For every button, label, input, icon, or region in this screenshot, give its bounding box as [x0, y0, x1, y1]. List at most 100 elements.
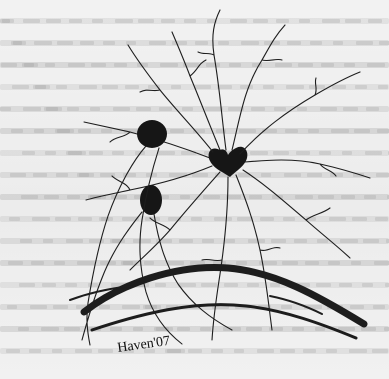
print-glyph-blot: [46, 19, 61, 23]
print-glyph-blot: [385, 283, 389, 287]
print-glyph-blot: [374, 261, 389, 265]
print-glyph-blot: [281, 305, 292, 309]
print-glyph-blot: [55, 217, 71, 221]
print-glyph-blot: [308, 129, 319, 133]
print-glyph-blot: [65, 283, 77, 287]
print-glyph-blot: [341, 195, 355, 199]
print-glyph-blot: [305, 261, 319, 265]
print-glyph-blot: [79, 85, 97, 89]
print-glyph-blot: [161, 19, 175, 23]
print-glyph-blot: [178, 283, 196, 287]
print-glyph-blot: [113, 107, 130, 111]
print-glyph-blot: [292, 327, 304, 331]
print-glyph-blot: [307, 173, 322, 177]
print-glyph-blot: [172, 41, 187, 45]
print-glyph-blot: [366, 107, 379, 111]
print-glyph-blot: [21, 195, 38, 199]
print-glyph-blot: [101, 129, 112, 133]
print-glyph-blot: [297, 107, 307, 111]
print-glyph-blot: [35, 85, 50, 89]
print-glyph-blot: [239, 129, 256, 133]
print-glyph-blot: [79, 173, 89, 177]
print-glyph-blot: [53, 305, 68, 309]
print-glyph-blot: [167, 349, 185, 353]
print-glyph-blot: [285, 129, 298, 133]
print-glyph-blot: [88, 283, 98, 287]
print-glyph-blot: [23, 107, 41, 111]
print-glyph-blot: [351, 261, 361, 265]
print-glyph-blot: [8, 261, 23, 265]
print-glyph-blot: [46, 107, 62, 111]
print-glyph-blot: [309, 85, 325, 89]
print-glyph-blot: [376, 173, 389, 177]
print-glyph-blot: [230, 19, 247, 23]
print-glyph-blot: [10, 173, 26, 177]
print-glyph-blot: [103, 41, 115, 45]
print-glyph-blot: [56, 85, 67, 89]
print-glyph-blot: [377, 129, 389, 133]
print-glyph-blot: [318, 195, 334, 199]
print-glyph-blot: [54, 261, 65, 265]
print-glyph-blot: [229, 63, 241, 67]
print-glyph-blot: [260, 217, 274, 221]
print-glyph-blot: [368, 19, 382, 23]
print-glyph-blot: [92, 19, 103, 23]
print-glyph-blot: [332, 85, 346, 89]
print-glyph-blot: [286, 85, 304, 89]
print-glyph-blot: [355, 85, 367, 89]
print-glyph-blot: [247, 283, 259, 287]
print-glyph-blot: [339, 283, 352, 287]
print-glyph-blot: [78, 217, 92, 221]
print-glyph-blot: [252, 63, 262, 67]
print-glyph-blot: [195, 41, 208, 45]
print-glyph-blot: [19, 283, 35, 287]
print-glyph-blot: [22, 151, 35, 155]
print-glyph-blot: [361, 327, 376, 331]
print-glyph-blot: [322, 19, 340, 23]
print-glyph-blot: [34, 129, 44, 133]
print-glyph-blot: [201, 283, 217, 287]
print-glyph-blot: [56, 173, 68, 177]
print-glyph-blot: [203, 195, 220, 199]
print-glyph-blot: [31, 261, 44, 265]
print-glyph-blot: [246, 327, 262, 331]
print-glyph-blot: [6, 349, 20, 353]
print-glyph-blot: [192, 173, 208, 177]
print-glyph-blot: [122, 305, 140, 309]
print-glyph-blot: [362, 283, 373, 287]
print-glyph-blot: [138, 19, 154, 23]
print-glyph-blot: [248, 239, 265, 243]
print-glyph-blot: [114, 63, 127, 67]
print-glyph-blot: [89, 151, 103, 155]
print-glyph-blot: [296, 151, 310, 155]
print-glyph-blot: [354, 129, 370, 133]
print-glyph-blot: [295, 195, 313, 199]
print-glyph-blot: [112, 239, 125, 243]
print-glyph-blot: [205, 107, 223, 111]
print-glyph-blot: [367, 63, 385, 67]
print-glyph-blot: [52, 349, 62, 353]
print-glyph-blot: [99, 305, 110, 309]
print-glyph-blot: [69, 19, 82, 23]
print-glyph-blot: [384, 327, 389, 331]
print-glyph-blot: [298, 63, 313, 67]
print-glyph-blot: [77, 261, 95, 265]
print-glyph-blot: [170, 129, 184, 133]
print-glyph-blot: [144, 261, 154, 265]
print-glyph-blot: [375, 217, 388, 221]
print-glyph-blot: [250, 151, 268, 155]
print-glyph-blot: [133, 239, 151, 243]
print-glyph-blot: [251, 107, 265, 111]
print-glyph-blot: [90, 107, 100, 111]
print-glyph-blot: [44, 195, 59, 199]
print-glyph-blot: [43, 239, 53, 243]
print-glyph-blot: [32, 217, 50, 221]
print-glyph-blot: [182, 107, 193, 111]
print-glyph-blot: [184, 19, 196, 23]
print-glyph-blot: [167, 261, 184, 265]
print-glyph-blot: [282, 261, 298, 265]
print-glyph-blot: [225, 239, 235, 243]
print-glyph-blot: [180, 195, 190, 199]
print-glyph-blot: [1, 63, 17, 67]
print-glyph-blot: [326, 349, 337, 353]
